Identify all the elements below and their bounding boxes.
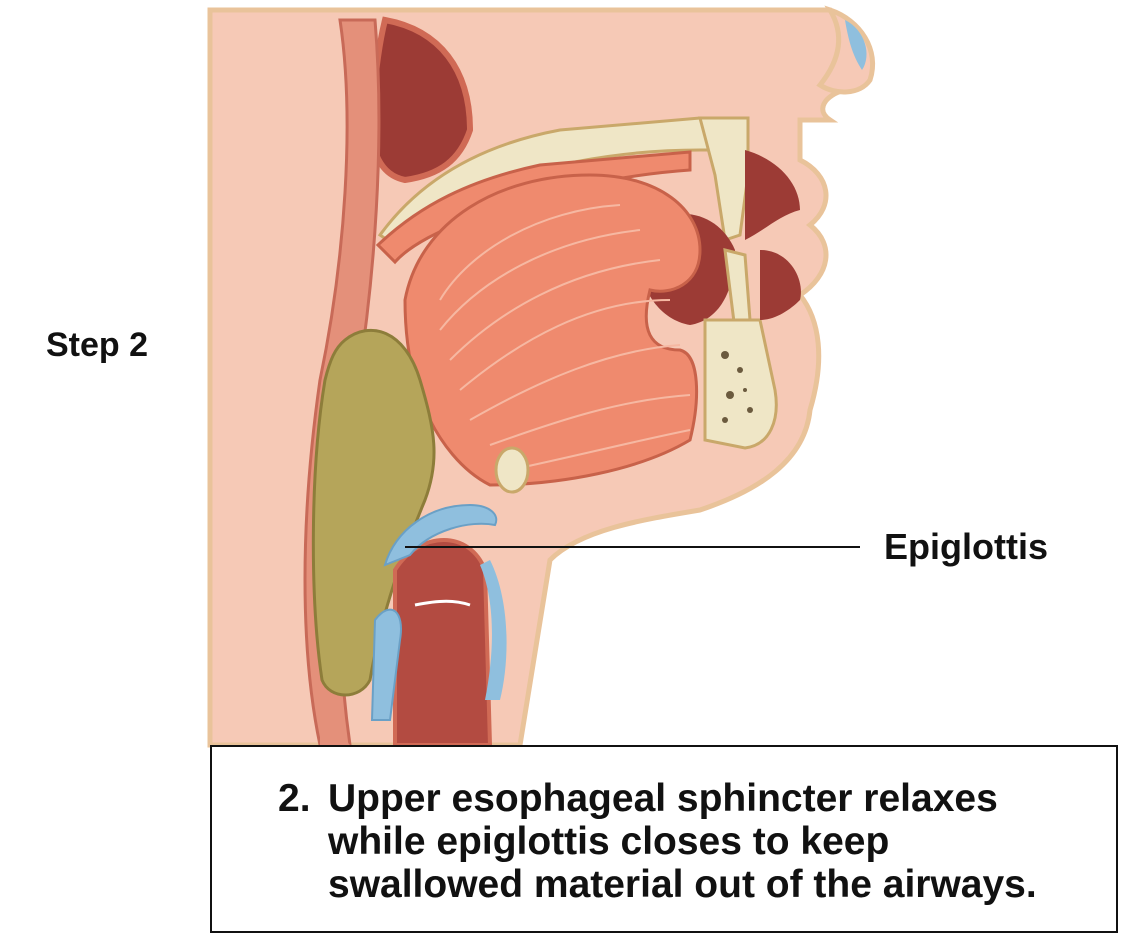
hyoid-bone xyxy=(496,448,528,492)
caption-number: 2. xyxy=(278,777,311,820)
caption-line: swallowed material out of the airways. xyxy=(328,863,1108,906)
caption-lines: Upper esophageal sphincter relaxes while… xyxy=(328,777,1108,906)
caption-text: 2. Upper esophageal sphincter relaxes wh… xyxy=(278,777,1108,906)
caption-line: Upper esophageal sphincter relaxes xyxy=(328,777,1108,820)
mandible xyxy=(705,320,776,448)
caption-line: while epiglottis closes to keep xyxy=(328,820,1108,863)
step-label: Step 2 xyxy=(46,326,148,365)
epiglottis-label: Epiglottis xyxy=(884,526,1048,568)
larynx xyxy=(395,540,490,745)
caption-box: 2. Upper esophageal sphincter relaxes wh… xyxy=(210,745,1118,933)
